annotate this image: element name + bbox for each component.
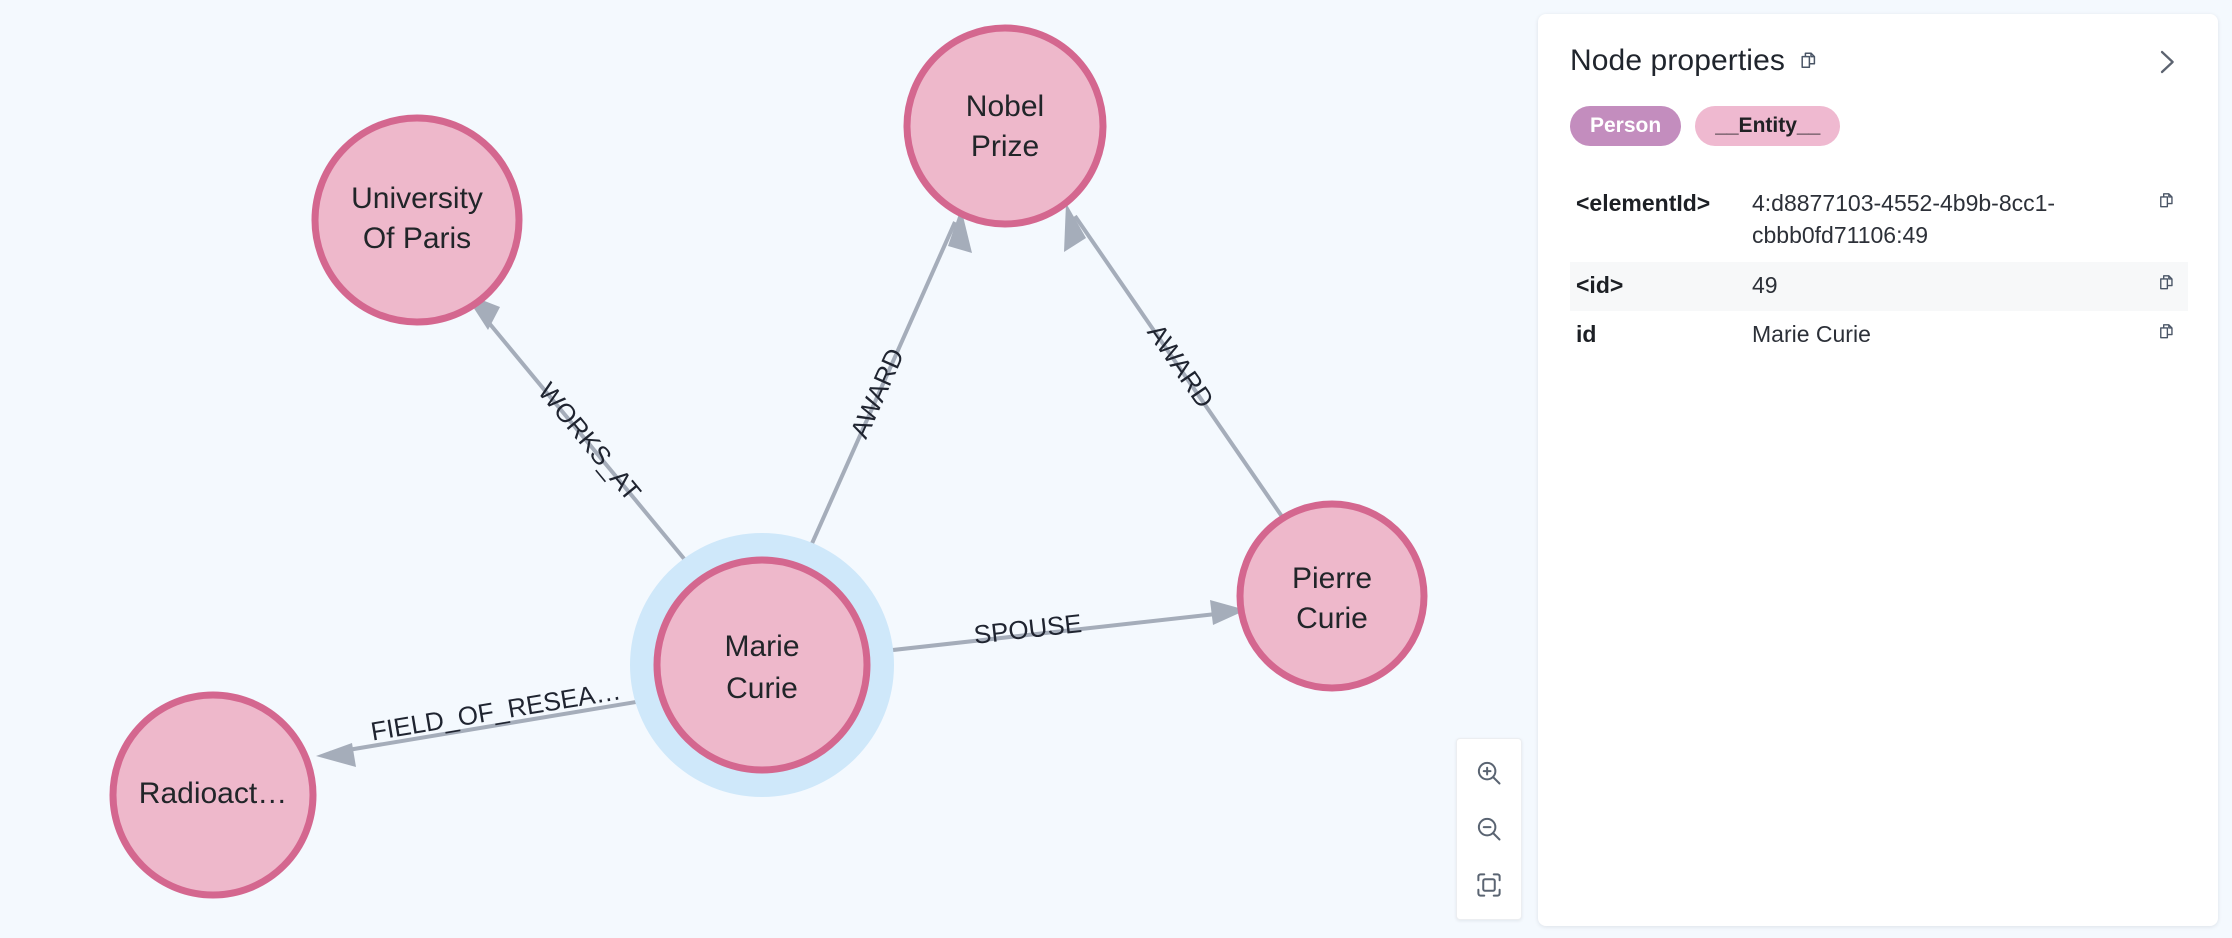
- node-marie-curie[interactable]: Marie Curie: [630, 533, 894, 797]
- node-label-line2: Prize: [971, 130, 1039, 163]
- edge-field-of-research[interactable]: FIELD_OF_RESEA…: [316, 675, 661, 767]
- node-label-chip-entity[interactable]: __Entity__: [1695, 106, 1841, 147]
- graph-canvas[interactable]: WORKS_AT AWARD AWARD SPOUSE FIELD_OF: [0, 0, 1540, 938]
- property-row-elementid: <elementId> 4:d8877103-4552-4b9b-8cc1-cb…: [1570, 180, 2188, 261]
- edge-award-left[interactable]: AWARD: [800, 208, 972, 567]
- collapse-panel-button[interactable]: [2144, 44, 2188, 80]
- property-value: 49: [1752, 271, 1778, 298]
- node-label-line1: Radioact…: [139, 777, 287, 810]
- node-label-line1: Nobel: [966, 90, 1044, 123]
- node-label-line2: Of Paris: [363, 222, 471, 255]
- edge-label-spouse: SPOUSE: [972, 608, 1083, 650]
- node-label-line2: Curie: [1296, 602, 1368, 635]
- node-labels-row: Person __Entity__: [1570, 106, 2188, 147]
- node-label-line2: Curie: [726, 672, 798, 705]
- property-value: 4:d8877103-4552-4b9b-8cc1-cbbb0fd71106:4…: [1752, 190, 2056, 248]
- fit-to-screen-button[interactable]: [1464, 860, 1514, 910]
- fit-to-screen-icon: [1477, 873, 1501, 897]
- property-key: <elementId>: [1576, 190, 1711, 217]
- copy-icon[interactable]: [1797, 49, 1821, 73]
- property-row-id: id Marie Curie: [1570, 311, 2188, 361]
- panel-header: Node properties: [1570, 44, 2188, 80]
- edge-label-field-of-research: FIELD_OF_RESEA…: [368, 675, 622, 746]
- node-university-of-paris[interactable]: University Of Paris: [311, 114, 523, 326]
- node-label-chip-person[interactable]: Person: [1570, 106, 1682, 147]
- edge-spouse[interactable]: SPOUSE: [865, 600, 1246, 655]
- chevron-right-icon: [2160, 50, 2174, 74]
- panel-title: Node properties: [1570, 44, 1785, 77]
- zoom-in-icon: [1477, 761, 1501, 785]
- node-radioactivity[interactable]: Radioact…: [109, 691, 317, 899]
- property-row-id-internal: <id> 49: [1570, 261, 2188, 312]
- node-pierre-curie[interactable]: Pierre Curie: [1236, 500, 1428, 692]
- graph-svg: WORKS_AT AWARD AWARD SPOUSE FIELD_OF: [109, 24, 1428, 899]
- copy-icon[interactable]: [2144, 188, 2178, 212]
- copy-icon[interactable]: [2144, 319, 2178, 343]
- property-key: <id>: [1576, 271, 1624, 298]
- node-label-line1: Marie: [724, 630, 799, 663]
- zoom-in-button[interactable]: [1464, 748, 1514, 798]
- node-label-line1: Pierre: [1292, 562, 1372, 595]
- zoom-out-button[interactable]: [1464, 804, 1514, 854]
- node-nobel-prize[interactable]: Nobel Prize: [903, 24, 1107, 228]
- node-properties-panel: Node properties Person __Entity__: [1538, 14, 2218, 926]
- zoom-out-icon: [1477, 817, 1501, 841]
- edge-works-at[interactable]: WORKS_AT: [464, 293, 702, 580]
- copy-icon[interactable]: [2144, 270, 2178, 294]
- edge-label-works-at: WORKS_AT: [532, 377, 647, 507]
- properties-table: <elementId> 4:d8877103-4552-4b9b-8cc1-cb…: [1570, 180, 2188, 361]
- property-key: id: [1576, 321, 1597, 348]
- node-label-line1: University: [351, 182, 483, 215]
- edge-label-award-left: AWARD: [844, 344, 910, 443]
- edge-label-award-right: AWARD: [1141, 318, 1220, 413]
- property-value: Marie Curie: [1752, 321, 1871, 348]
- panel-title-wrap: Node properties: [1570, 44, 1821, 78]
- edge-award-right[interactable]: AWARD: [1064, 203, 1285, 520]
- zoom-controls: [1456, 738, 1522, 920]
